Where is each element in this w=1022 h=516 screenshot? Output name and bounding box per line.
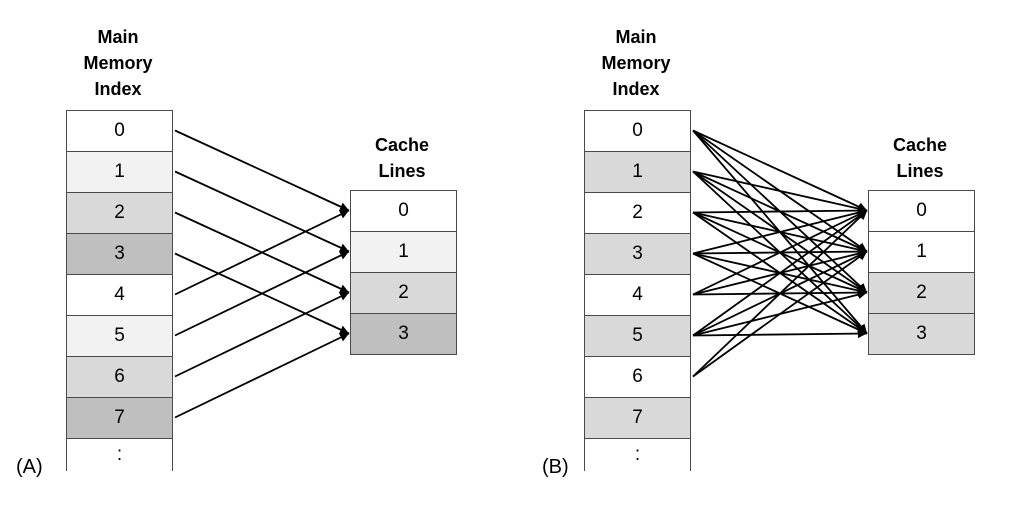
arrow-mem-4-to-cache-2 — [692, 288, 868, 298]
cache-line-0: 0 — [868, 190, 975, 232]
cache-line-3: 3 — [868, 313, 975, 355]
panel-label: (A) — [16, 456, 43, 478]
memory-cell-7: 7 — [584, 397, 691, 439]
memory-cell-1: 1 — [584, 151, 691, 193]
cache-line-3: 3 — [350, 313, 457, 355]
arrow-mem-6-to-cache-2 — [174, 291, 350, 378]
arrow-mem-1-to-cache-2 — [692, 170, 868, 294]
memory-cell-ellipsis: : — [66, 438, 173, 471]
panel-b-arrows — [692, 129, 868, 378]
memory-cell-0: 0 — [584, 110, 691, 152]
arrow-mem-7-to-cache-3 — [174, 332, 350, 419]
arrow-mem-0-to-cache-2 — [692, 129, 868, 294]
arrow-mem-1-to-cache-1 — [174, 170, 350, 253]
cache-line-1: 1 — [868, 231, 975, 273]
memory-cell-6: 6 — [584, 356, 691, 398]
cache-header: Cache Lines — [374, 135, 430, 181]
memory-cell-3: 3 — [66, 233, 173, 275]
arrow-mem-4-to-cache-0 — [174, 209, 350, 296]
arrow-mem-2-to-cache-2 — [692, 211, 868, 294]
memory-cell-6: 6 — [66, 356, 173, 398]
memory-cell-1: 1 — [66, 151, 173, 193]
memory-cell-2: 2 — [66, 192, 173, 234]
memory-cell-5: 5 — [66, 315, 173, 357]
memory-cell-4: 4 — [584, 274, 691, 316]
memory-cell-5: 5 — [584, 315, 691, 357]
arrow-mem-5-to-cache-2 — [692, 290, 868, 337]
arrow-mem-5-to-cache-1 — [174, 250, 350, 337]
memory-cell-ellipsis: : — [584, 438, 691, 471]
panel-label: (B) — [542, 456, 569, 478]
memory-cell-3: 3 — [584, 233, 691, 275]
arrow-mem-3-to-cache-2 — [692, 252, 868, 295]
arrow-mem-0-to-cache-0 — [174, 129, 350, 212]
cache-header: Cache Lines — [892, 135, 948, 181]
arrow-mem-5-to-cache-3 — [692, 329, 868, 339]
arrow-mem-1-to-cache-0 — [692, 170, 868, 213]
cache-line-1: 1 — [350, 231, 457, 273]
cache-line-2: 2 — [868, 272, 975, 314]
memory-header: Main Memory Index — [601, 27, 671, 99]
arrow-mem-0-to-cache-0 — [692, 129, 868, 212]
cache-line-0: 0 — [350, 190, 457, 232]
panel-a-arrows — [174, 129, 350, 419]
memory-header: Main Memory Index — [83, 27, 153, 99]
memory-cell-2: 2 — [584, 192, 691, 234]
